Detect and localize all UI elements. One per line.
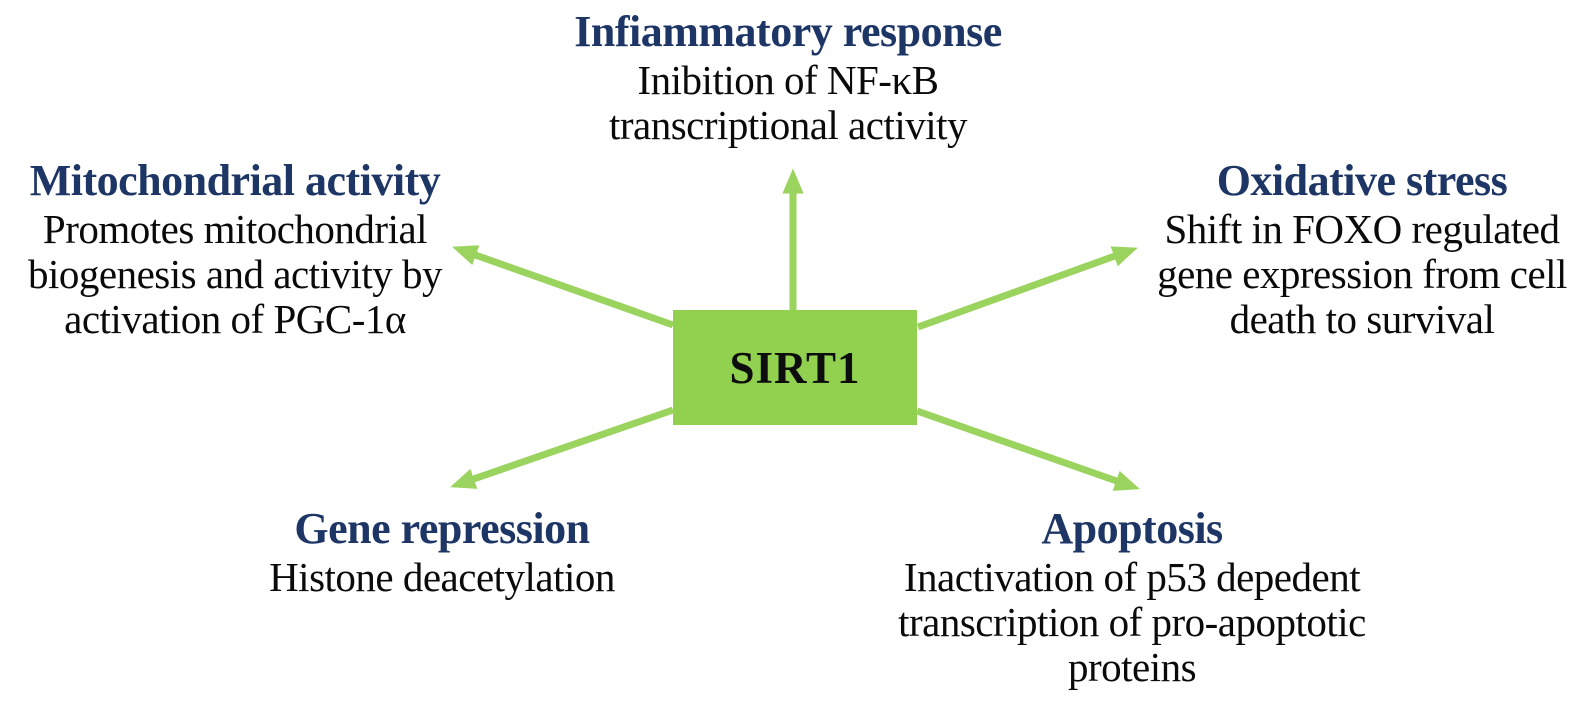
node-apoptosis: Apoptosis Inactivation of p53 depedent t… xyxy=(897,503,1367,690)
node-description: Inactivation of p53 depedent transcripti… xyxy=(898,554,1366,690)
arrow-to-mitochondrial-activity xyxy=(452,245,675,329)
arrow-to-oxidative-stress xyxy=(916,246,1138,331)
node-gene-repression: Gene repression Histone deacetylation xyxy=(232,503,652,600)
node-description: Promotes mitochondrial biogenesis and ac… xyxy=(28,206,443,342)
node-oxidative-stress: Oxidative stress Shift in FOXO regulated… xyxy=(1142,155,1580,342)
node-title: Apoptosis xyxy=(1041,504,1223,553)
node-description: Inibition of NF-κB transcriptional activ… xyxy=(608,57,968,148)
node-title: Oxidative stress xyxy=(1216,156,1508,205)
node-description: Shift in FOXO regulated gene expression … xyxy=(1157,206,1567,342)
node-title: Gene repression xyxy=(294,504,590,553)
node-inflammatory-response: Infiammatory response Inibition of NF-κB… xyxy=(558,6,1018,148)
node-description: Histone deacetylation xyxy=(269,554,615,600)
node-title: Mitochondrial activity xyxy=(29,156,441,205)
node-title: Infiammatory response xyxy=(574,7,1002,56)
sirt1-node: SIRT1 xyxy=(673,310,917,425)
arrow-to-gene-repression xyxy=(450,406,675,489)
sirt1-label: SIRT1 xyxy=(729,342,861,393)
arrow-to-apoptosis xyxy=(915,407,1140,491)
node-mitochondrial-activity: Mitochondrial activity Promotes mitochon… xyxy=(0,155,470,342)
